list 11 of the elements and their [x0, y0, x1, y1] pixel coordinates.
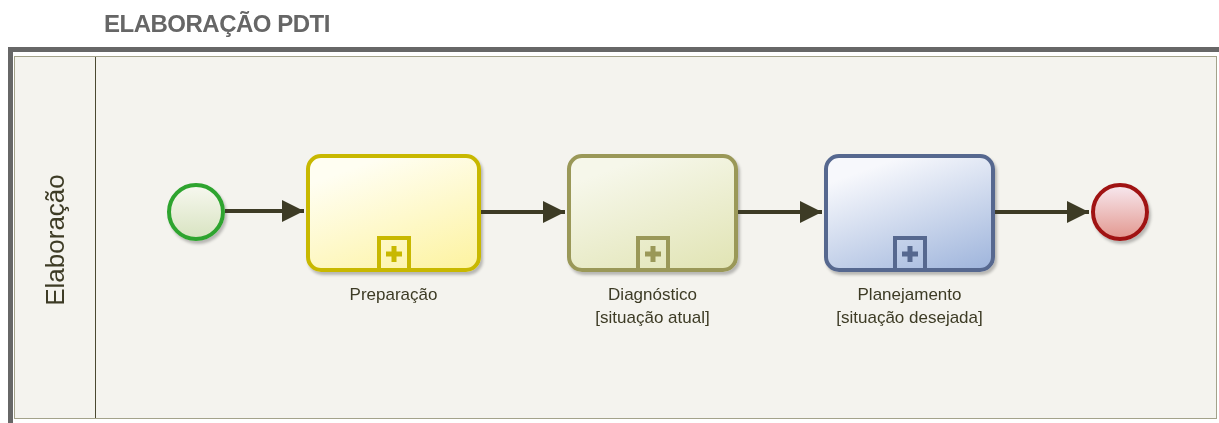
task-label: Preparação [348, 284, 439, 306]
sequence-flow-arrow [481, 201, 565, 223]
lane-label: Elaboração [40, 174, 70, 306]
diagram-title: ELABORAÇÃO PDTI [104, 10, 330, 38]
end-event-circle [1091, 183, 1149, 241]
sequence-flow-arrow [738, 201, 822, 223]
sequence-flow-arrow [995, 201, 1089, 223]
task-label: Planejamento [situação desejada] [835, 284, 984, 329]
start-event-circle [167, 183, 225, 241]
task-label: Diagnóstico [situação atual] [594, 284, 711, 329]
sequence-flow-arrow [225, 200, 304, 222]
